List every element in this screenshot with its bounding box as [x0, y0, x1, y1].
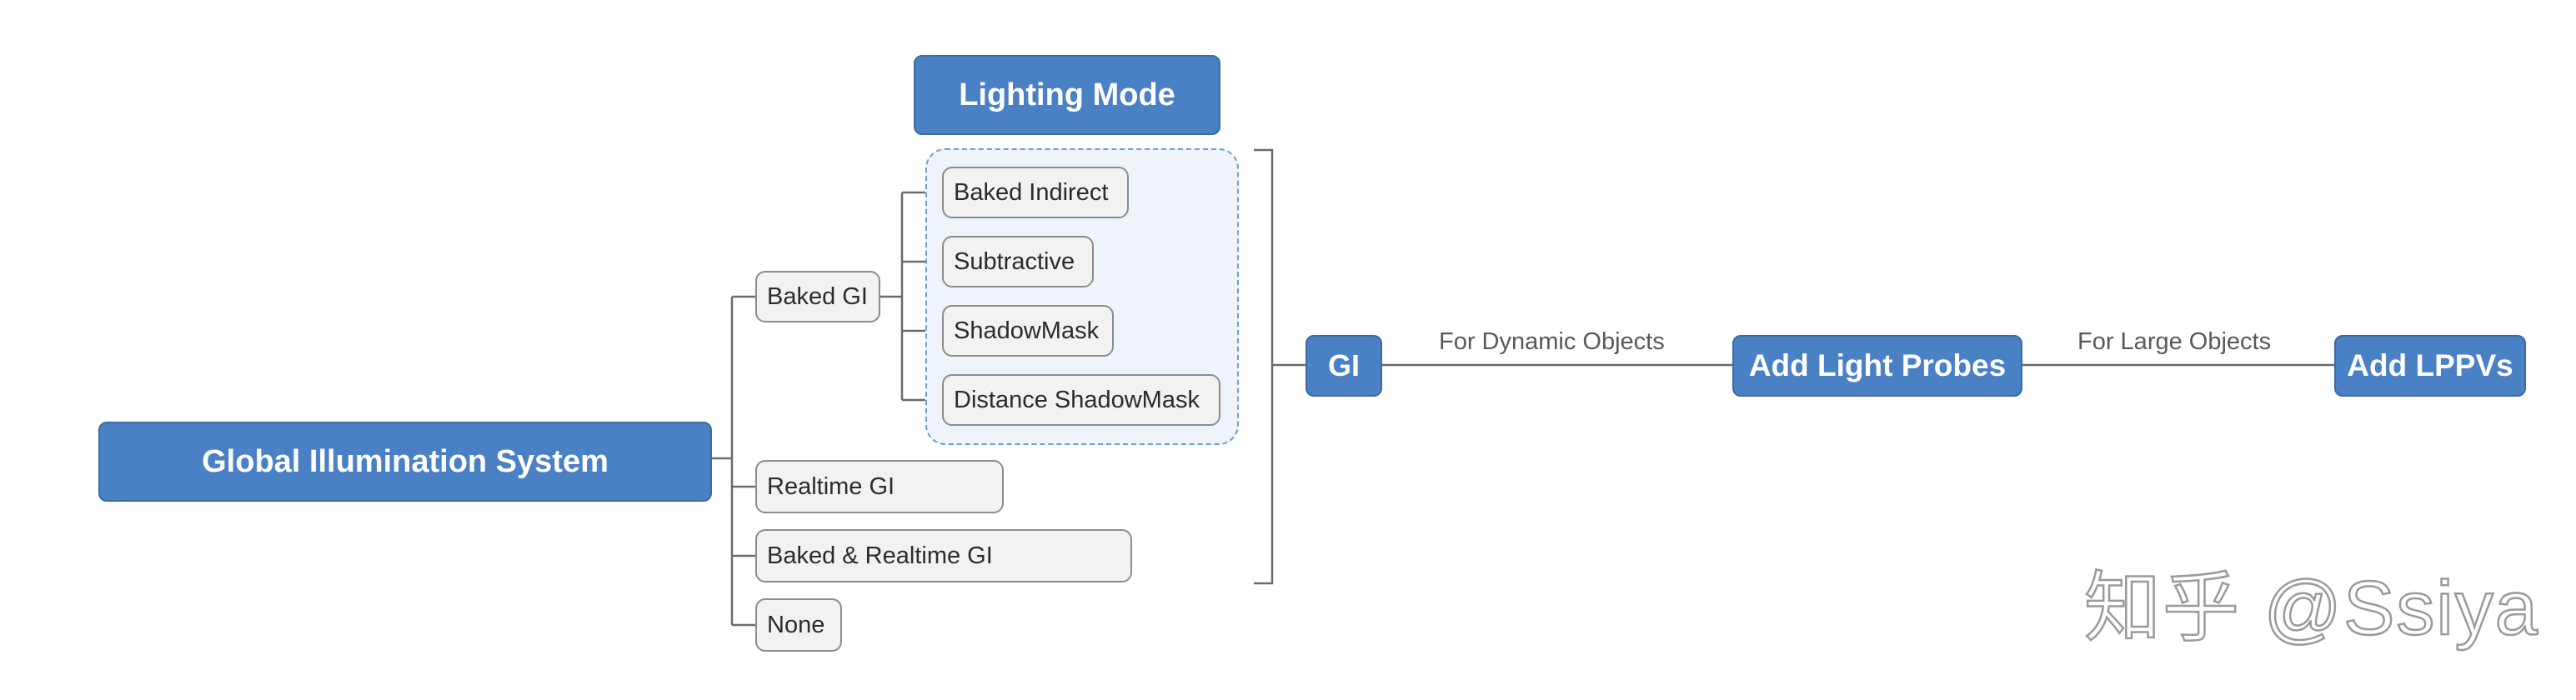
lppv-node[interactable]: Add LPPVs: [2334, 335, 2526, 397]
option-label: Baked Indirect: [954, 178, 1109, 206]
mode-label: None: [767, 611, 825, 638]
option-baked-indirect[interactable]: Baked Indirect: [942, 167, 1129, 218]
watermark: 知乎 @Ssiya: [2083, 565, 2539, 652]
lighting-mode-title-label: Lighting Mode: [959, 77, 1175, 112]
light-probes-node[interactable]: Add Light Probes: [1732, 335, 2022, 397]
mode-baked-realtime-gi[interactable]: Baked & Realtime GI: [755, 529, 1132, 582]
root-node-label: Global Illumination System: [202, 443, 609, 479]
root-node[interactable]: Global Illumination System: [98, 422, 712, 502]
gi-node[interactable]: GI: [1306, 335, 1382, 397]
mode-label: Baked & Realtime GI: [767, 542, 993, 569]
option-label: Subtractive: [954, 248, 1075, 275]
lighting-mode-title[interactable]: Lighting Mode: [914, 55, 1220, 135]
gi-node-label: GI: [1327, 348, 1360, 382]
option-label: ShadowMask: [954, 317, 1100, 344]
mode-realtime-gi[interactable]: Realtime GI: [755, 460, 1004, 513]
option-subtractive[interactable]: Subtractive: [942, 236, 1094, 288]
lppv-node-label: Add LPPVs: [2347, 348, 2513, 382]
option-distance-shadowmask[interactable]: Distance ShadowMask: [942, 374, 1220, 426]
option-label: Distance ShadowMask: [954, 386, 1200, 413]
light-probes-node-label: Add Light Probes: [1748, 348, 2007, 382]
mode-label: Baked GI: [767, 282, 868, 310]
mode-label: Realtime GI: [767, 472, 895, 500]
mode-bracket: [1254, 148, 1274, 585]
mode-baked-gi[interactable]: Baked GI: [755, 271, 880, 322]
edge-label-large-objects: For Large Objects: [2077, 328, 2272, 355]
edge-label-dynamic-objects: For Dynamic Objects: [1439, 328, 1665, 355]
option-shadowmask[interactable]: ShadowMask: [942, 305, 1114, 357]
mode-none[interactable]: None: [755, 598, 842, 652]
